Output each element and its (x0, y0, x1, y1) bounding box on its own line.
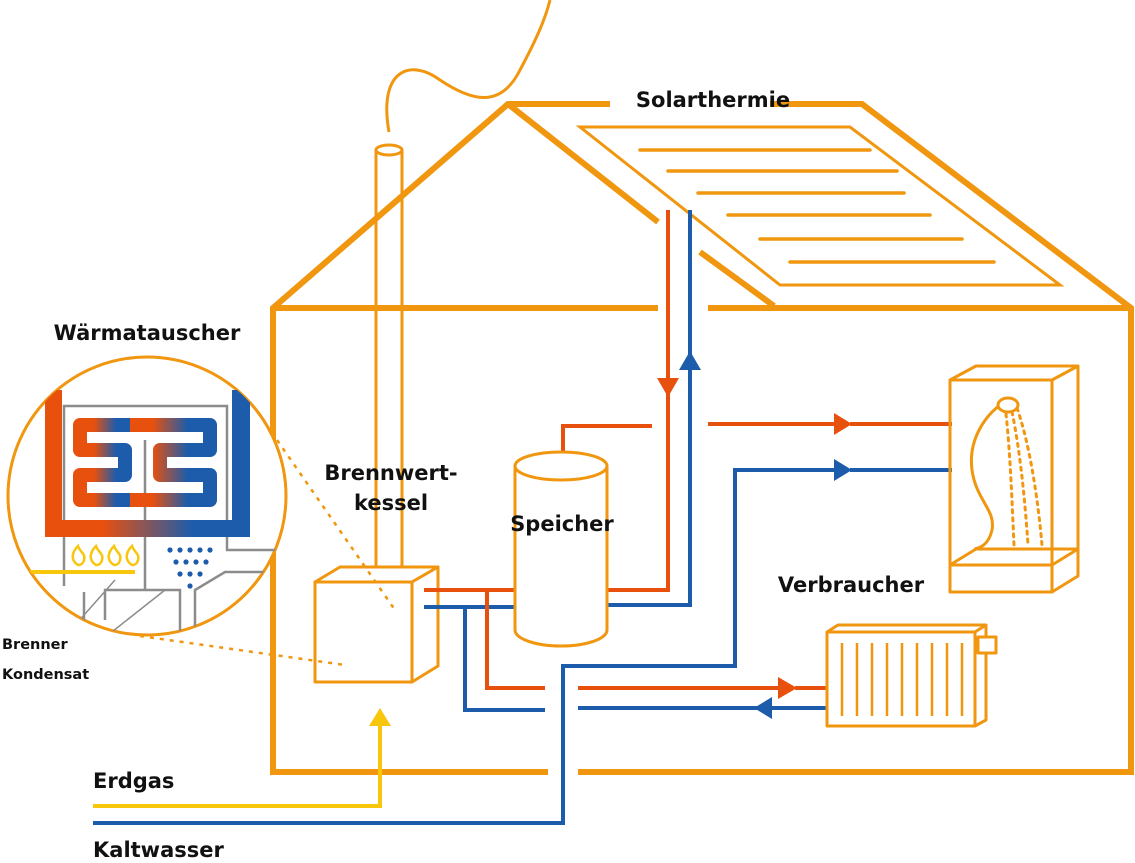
brenner-label: Brenner (2, 637, 69, 653)
gas-pipe (93, 720, 382, 808)
shower-water-drops (1004, 406, 1044, 547)
shower-cabin (948, 364, 1080, 594)
erdgas-label: Erdgas (93, 769, 174, 793)
boiler-box (313, 565, 440, 684)
hot-water-arrow (834, 413, 852, 435)
cold-water-main-pipe (93, 468, 838, 825)
speicher-label: Speicher (510, 512, 614, 536)
radiator-return-arrow (778, 677, 797, 699)
solar-up-arrow (679, 351, 701, 370)
pipes (93, 210, 840, 825)
brennwertkessel-label-line2: kessel (354, 491, 428, 515)
chimney (374, 143, 404, 572)
burner-flames (71, 543, 140, 567)
kaltwasser-label: Kaltwasser (93, 838, 224, 862)
waermetauscher-label: Wärmatauscher (54, 321, 241, 345)
chimney-smoke (385, 0, 552, 133)
flow-arrows (369, 351, 852, 726)
heat-exchanger-detail (20, 390, 286, 635)
kondensat-label: Kondensat (2, 667, 89, 683)
solar-down-arrow (657, 378, 679, 397)
brennwertkessel-label-line1: Brennwert- (324, 461, 457, 485)
house-outline (270, 101, 1134, 775)
storage-tank (513, 450, 609, 648)
radiator (825, 623, 998, 728)
gas-arrow (369, 708, 391, 726)
radiator-feed-arrow (754, 697, 772, 719)
solar-panel (575, 125, 1065, 287)
condensate-drops (167, 547, 213, 589)
solarthermie-label: Solarthermie (636, 88, 790, 112)
verbraucher-label: Verbraucher (778, 573, 925, 597)
zoom-connector-lines (139, 439, 397, 667)
cold-water-arrow (834, 459, 852, 481)
